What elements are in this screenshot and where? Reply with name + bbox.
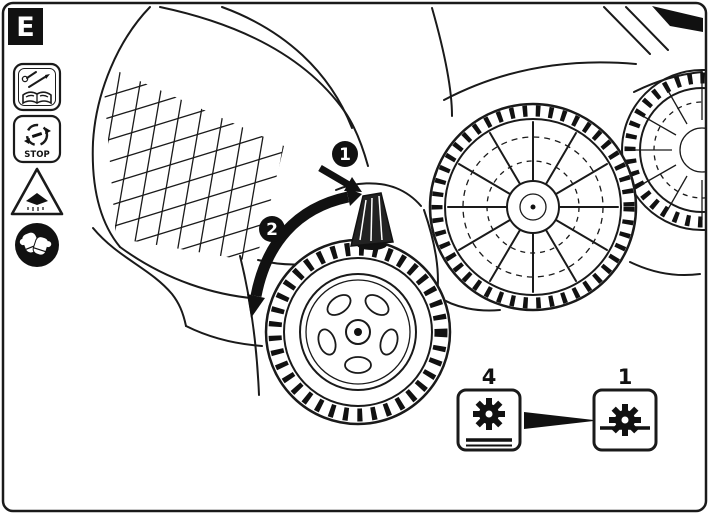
step-2-label: 2 xyxy=(266,220,278,240)
blade-hazard-warning-icon xyxy=(10,167,64,216)
position-4-box xyxy=(456,388,522,452)
position-1-box xyxy=(592,388,658,452)
height-adjust-lever xyxy=(350,192,394,250)
rim-holes xyxy=(317,294,399,374)
step-2-marker: 2 xyxy=(259,216,285,242)
position-1-label: 1 xyxy=(618,365,633,389)
read-manual-icon xyxy=(12,62,62,112)
right-rear-wheel xyxy=(621,69,705,231)
stop-rotating-blade-icon: STOP xyxy=(12,114,62,164)
handle-corner-piece xyxy=(652,6,703,32)
rear-wheel xyxy=(264,238,452,426)
mower-illustration: 1 2 xyxy=(91,6,705,426)
step-1-marker: 1 xyxy=(332,141,358,167)
front-wheel xyxy=(428,102,638,312)
position-4-label: 4 xyxy=(482,365,497,389)
safety-icon-column: STOP xyxy=(10,62,64,267)
panel-letter-tab: E xyxy=(8,8,43,45)
wear-gloves-icon xyxy=(15,223,59,267)
stop-text: STOP xyxy=(24,150,49,160)
step-2-arrow xyxy=(247,188,362,318)
height-position-inset: 4 1 xyxy=(456,365,658,452)
step-1-label: 1 xyxy=(339,145,351,165)
panel-letter: E xyxy=(16,12,34,43)
blade-height-gear-icon xyxy=(609,404,641,436)
front-wheel-spokes xyxy=(447,121,619,293)
transition-arrow xyxy=(524,412,598,429)
blade-height-gear-icon xyxy=(473,398,505,430)
step-1-arrow xyxy=(318,164,362,192)
